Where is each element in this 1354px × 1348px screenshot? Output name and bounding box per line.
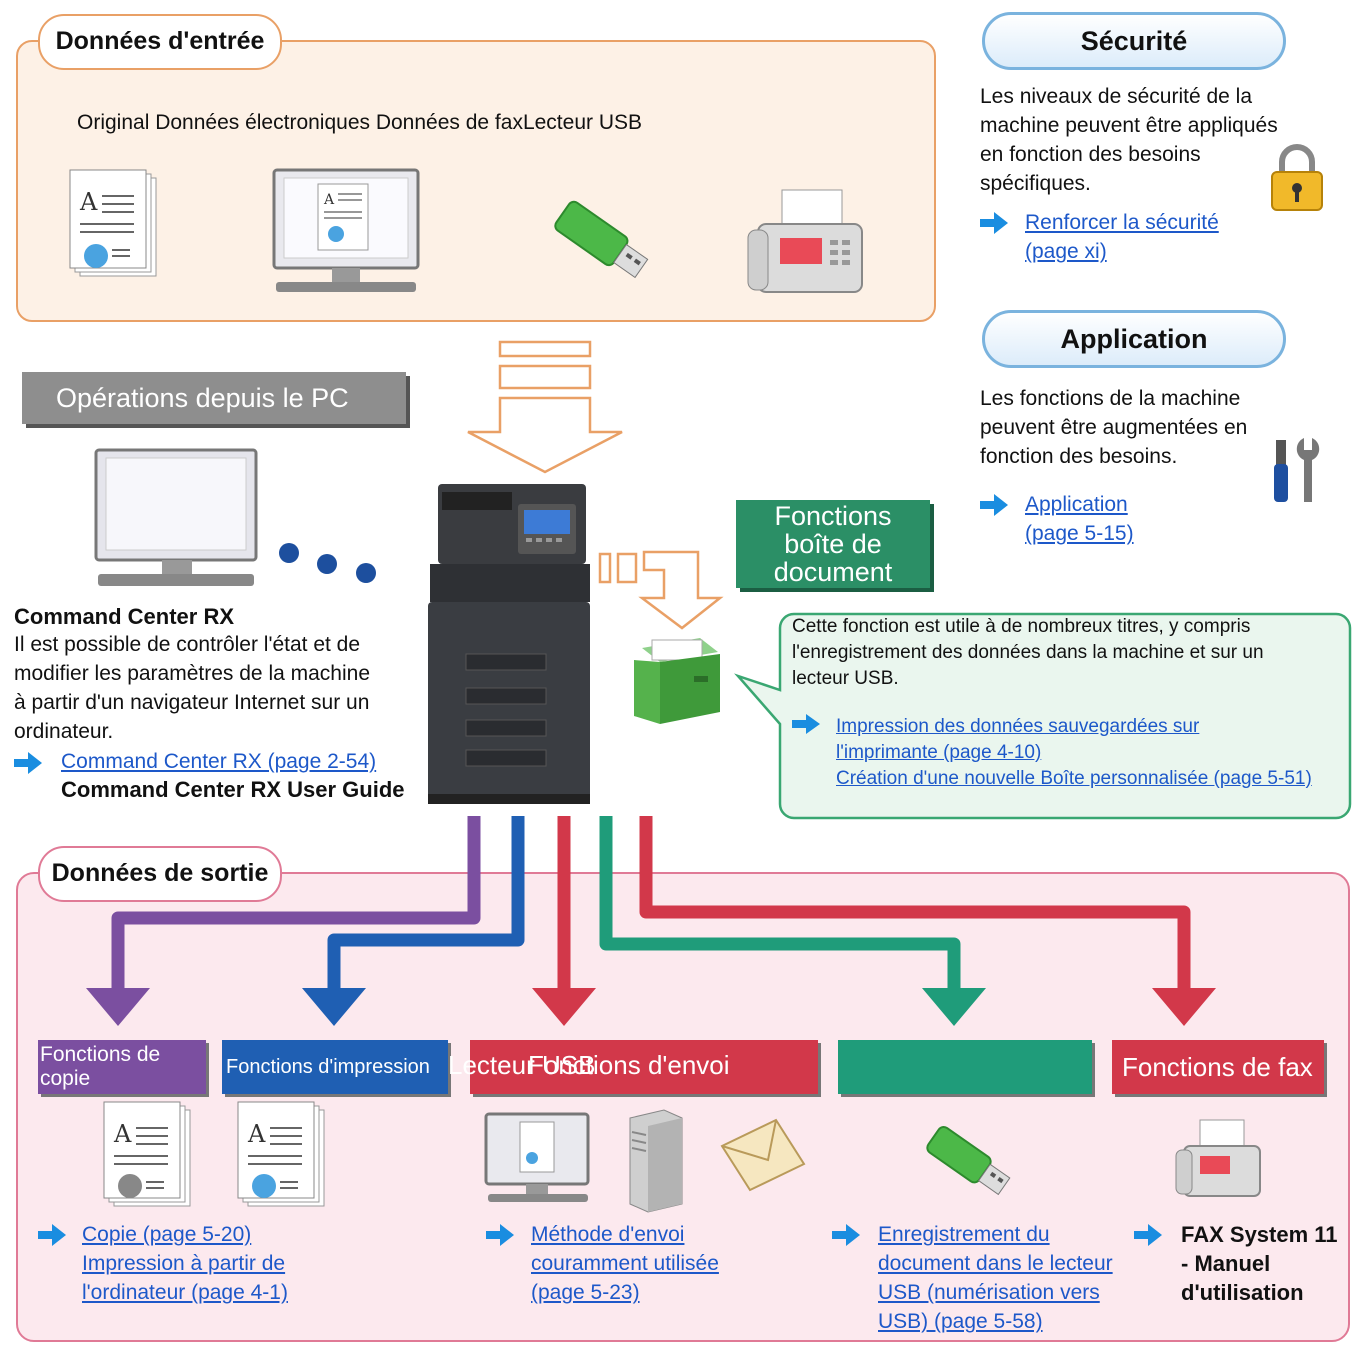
- input-down-arrow: [467, 340, 623, 474]
- security-link[interactable]: Renforcer la sécurité(page xi): [1025, 211, 1219, 263]
- input-sources-label: Original Données électroniques Données d…: [77, 111, 643, 134]
- arrow-right-icon: [38, 1224, 66, 1246]
- send-links[interactable]: Méthode d'envoi couramment utilisée (pag…: [531, 1223, 719, 1304]
- input-data-title: Données d'entrée: [38, 14, 282, 70]
- fax-machine-icon: [1175, 1119, 1261, 1197]
- usb-drive-icon: [926, 1125, 1011, 1196]
- command-center-title: Command Center RX: [14, 604, 235, 629]
- link-create-custom-box[interactable]: Création d'une nouvelle Boîte personnali…: [836, 768, 1312, 789]
- arrow-right-icon: [980, 494, 1008, 516]
- security-title: Sécurité: [982, 12, 1286, 70]
- pc-operations-title: Opérations depuis le PC: [22, 372, 406, 424]
- usb-drive-icon: [554, 200, 649, 279]
- link-print-saved-page[interactable]: l'imprimante (page 4-10): [836, 742, 1042, 763]
- document-box-arrow: [598, 550, 724, 630]
- tools-icon: [1274, 438, 1320, 502]
- fax-functions-bar: Fonctions de fax: [1112, 1040, 1324, 1094]
- command-center-guide: Command Center RX User Guide: [61, 777, 405, 802]
- usb-bar-label-overlap: Lecteur USB: [448, 1050, 596, 1080]
- flow-copy: [111, 816, 481, 990]
- email-envelope-icon: [720, 1118, 806, 1192]
- print-document-icon: A: [237, 1101, 325, 1207]
- send-functions-bar: [470, 1040, 818, 1094]
- link-copy[interactable]: Copie (page 5-20): [82, 1223, 252, 1246]
- arrow-right-icon: [980, 212, 1008, 234]
- copy-functions-bar: Fonctions de copie: [38, 1040, 206, 1094]
- application-link[interactable]: Application(page 5-15): [1025, 493, 1134, 545]
- copy-document-icon: A: [103, 1101, 191, 1207]
- arrow-right-icon: [14, 752, 42, 774]
- multifunction-printer: [428, 484, 590, 804]
- fax-machine-icon: [747, 189, 863, 293]
- arrow-right-icon: [792, 714, 820, 734]
- document-icon: A: [69, 169, 157, 277]
- usb-functions-bar: [838, 1040, 1092, 1094]
- monitor-icon: [94, 448, 258, 586]
- arrow-right-icon: [486, 1224, 514, 1246]
- svg-text:A: A: [113, 1120, 132, 1148]
- output-data-title: Données de sortie: [38, 846, 282, 902]
- document-box-links[interactable]: Impression des données sauvegardées sur …: [836, 714, 1312, 792]
- send-monitor-icon: [484, 1112, 590, 1202]
- file-box-icon: [634, 638, 720, 724]
- link-print-from-pc[interactable]: Impression à partir de: [82, 1252, 286, 1275]
- command-center-description: Il est possible de contrôler l'état et d…: [14, 633, 370, 743]
- link-print-saved[interactable]: Impression des données sauvegardées sur: [836, 716, 1200, 737]
- document-box-description: Cette fonction est utile à de nombreux t…: [792, 616, 1264, 689]
- link-print-from-pc-page[interactable]: l'ordinateur (page 4-1): [82, 1281, 288, 1304]
- monitor-icon: A: [272, 168, 420, 292]
- server-icon: [629, 1109, 683, 1213]
- command-center-link[interactable]: Command Center RX (page 2-54): [61, 750, 377, 773]
- flow-fax: [639, 816, 1191, 990]
- application-title: Application: [982, 310, 1286, 368]
- usb-links[interactable]: Enregistrement du document dans le lecte…: [878, 1223, 1113, 1333]
- callout-bubble: [734, 612, 1352, 820]
- send-functions-label: Fonctions d'envoi: [528, 1050, 730, 1080]
- svg-text:A: A: [247, 1120, 266, 1148]
- copy-print-links[interactable]: Copie (page 5-20) Impression à partir de…: [82, 1220, 288, 1307]
- flow-usb: [599, 816, 961, 990]
- print-functions-bar: Fonctions d'impression: [222, 1040, 448, 1094]
- arrow-right-icon: [832, 1224, 860, 1246]
- ellipsis-dots-icon: [279, 543, 376, 583]
- arrow-right-icon: [1134, 1224, 1162, 1246]
- svg-text:A: A: [79, 188, 98, 216]
- svg-text:A: A: [323, 192, 335, 208]
- flow-print: [327, 816, 525, 990]
- padlock-icon: [1271, 144, 1323, 211]
